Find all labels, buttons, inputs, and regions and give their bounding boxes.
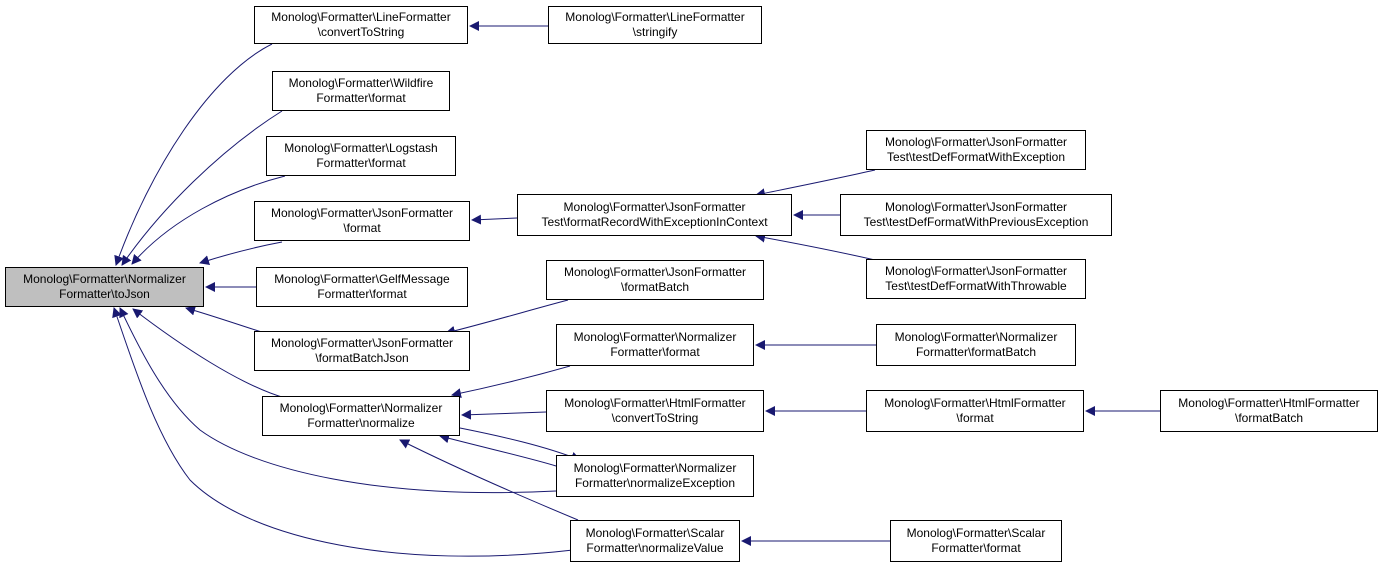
node-label-line2: Formatter\format [610, 345, 700, 359]
node-label-line1: Monolog\Formatter\Normalizer [573, 461, 737, 475]
node-label-line1: Monolog\Formatter\LineFormatter [565, 10, 745, 24]
edge-n4-to-n0 [131, 175, 286, 265]
edge-n15-to-n0 [132, 308, 286, 399]
node-label-line1: Monolog\Formatter\GelfMessage [274, 272, 450, 286]
node-lineformatter-stringify[interactable]: Monolog\Formatter\LineFormatter\stringif… [548, 6, 762, 44]
node-label-line2: Test\formatRecordWithExceptionInContext [541, 215, 768, 229]
node-label-line2: Formatter\normalizeValue [586, 541, 724, 555]
edge-n20-to-n15 [399, 439, 579, 521]
node-label-line2: \format [956, 411, 994, 425]
node-label-line2: \formatBatch [620, 280, 690, 294]
node-lineformatter-converttostring[interactable]: Monolog\Formatter\LineFormatter\convertT… [254, 6, 468, 44]
node-label-line1: Monolog\Formatter\JsonFormatter [563, 200, 746, 214]
edge-n5-to-n0 [199, 241, 283, 266]
node-label-line2: \convertToString [317, 25, 405, 39]
node-label-line1: Monolog\Formatter\Logstash [284, 141, 438, 155]
node-label-line1: Monolog\Formatter\Normalizer [279, 401, 443, 415]
node-label-line1: Monolog\Formatter\JsonFormatter [884, 135, 1068, 149]
edge-n1-to-n0 [114, 43, 273, 266]
node-label-line1: Monolog\Formatter\Scalar [906, 526, 1046, 540]
node-htmlformatter-format[interactable]: Monolog\Formatter\HtmlFormatter\format [866, 390, 1084, 432]
edge-n11-to-n12 [445, 299, 569, 336]
node-htmlformatter-converttostring[interactable]: Monolog\Formatter\HtmlFormatter\convertT… [546, 390, 764, 432]
node-htmlformatter-formatbatch[interactable]: Monolog\Formatter\HtmlFormatter\formatBa… [1160, 390, 1378, 432]
edge-n19-to-n0 [119, 307, 557, 494]
node-label-line1: Monolog\Formatter\JsonFormatter [563, 265, 747, 279]
node-label-line1: Monolog\Formatter\Normalizer [894, 330, 1058, 344]
edge-n13-to-n15 [451, 365, 571, 399]
edge-n3-to-n0 [121, 110, 283, 266]
node-label-line2: Test\testDefFormatWithPreviousException [863, 215, 1089, 229]
node-label-line2: \convertToString [611, 411, 699, 425]
node-label-line2: \format [343, 221, 381, 235]
node-label-line1: Monolog\Formatter\JsonFormatter [884, 200, 1068, 214]
edge-n20-to-n0 [112, 307, 574, 557]
node-label-line2: Formatter\formatBatch [915, 345, 1037, 359]
node-label-line2: Formatter\format [931, 541, 1021, 555]
edge-n19-to-n15 [439, 433, 557, 467]
node-label-line1: Monolog\Formatter\JsonFormatter [270, 336, 454, 350]
node-label-line2: \formatBatch [1234, 411, 1304, 425]
node-label-line2: Formatter\format [317, 287, 407, 301]
node-label-line1: Monolog\Formatter\Normalizer [573, 330, 737, 344]
node-label-line1: Monolog\Formatter\JsonFormatter [270, 206, 454, 220]
node-jsonformatter-formatbatch[interactable]: Monolog\Formatter\JsonFormatter\formatBa… [546, 260, 764, 300]
node-label-line2: Formatter\format [316, 156, 406, 170]
node-label-line1: Monolog\Formatter\HtmlFormatter [564, 396, 746, 410]
node-label-line1: Monolog\Formatter\HtmlFormatter [884, 396, 1066, 410]
node-jsonformatter-formatbatchjson[interactable]: Monolog\Formatter\JsonFormatter\formatBa… [254, 331, 470, 371]
edge-n16-to-n15 [461, 409, 547, 420]
node-label-line1: Monolog\Formatter\HtmlFormatter [1178, 396, 1360, 410]
node-label-line2: Test\testDefFormatWithException [886, 150, 1066, 164]
node-jsonformatter-format[interactable]: Monolog\Formatter\JsonFormatter\format [254, 201, 470, 241]
node-label-line2: Formatter\format [316, 91, 406, 105]
node-label-line2: \stringify [632, 25, 678, 39]
node-label-line2: Formatter\normalize [307, 416, 415, 430]
node-label-line2: Formatter\toJson [59, 287, 150, 301]
edge-n9-to-n6 [755, 232, 876, 261]
node-label-line2: Test\testDefFormatWithThrowable [885, 279, 1067, 293]
node-label-line1: Monolog\Formatter\LineFormatter [271, 10, 451, 24]
node-label-line1: Monolog\Formatter\Scalar [585, 526, 725, 540]
node-label-line2: \formatBatchJson [315, 351, 409, 365]
node-label-line1: Monolog\Formatter\Normalizer [23, 272, 186, 286]
edge-n7-to-n6 [755, 169, 876, 199]
node-label-line2: Formatter\normalizeException [574, 476, 736, 490]
node-label-line1: Monolog\Formatter\Wildfire [288, 76, 434, 90]
edge-n6-to-n5 [471, 214, 518, 225]
node-label-line1: Monolog\Formatter\JsonFormatter [884, 264, 1068, 278]
